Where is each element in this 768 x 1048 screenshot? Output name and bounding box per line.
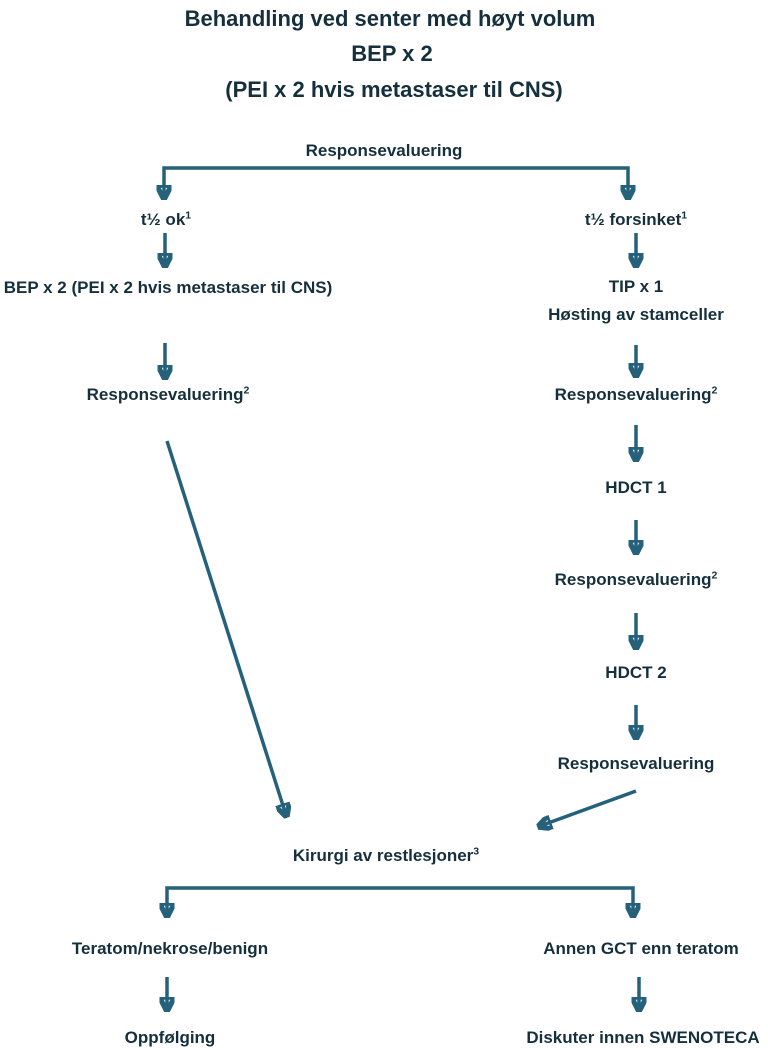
node-right-evaluation-2: Responsevaluering2 [555, 569, 718, 591]
node-outcome-left-action: Oppfølging [124, 1028, 216, 1047]
node-right-evaluation-3: Responsevaluering [557, 754, 715, 773]
node-right-evaluation-2-footnote: 2 [711, 569, 718, 582]
node-surgery-text: Kirurgi av restlesjoner [292, 846, 474, 865]
node-right-treatment-line2: Høsting av stamceller [548, 305, 724, 324]
node-left-condition: t½ ok1 [141, 209, 191, 231]
node-left-condition-text: t½ ok [140, 210, 186, 229]
node-right-treatment-line1: TIP x 1 [608, 277, 664, 296]
node-hdct-1: HDCT 1 [605, 478, 667, 497]
node-outcome-right-action: Diskuter innen SWENOTECA [526, 1028, 760, 1047]
node-root-evaluation: Responsevaluering [305, 141, 463, 160]
node-right-condition: t½ forsinket1 [585, 209, 687, 231]
node-left-treatment: BEP x 2 (PEI x 2 hvis metastaser til CNS… [3, 278, 333, 297]
node-right-evaluation-2-text: Responsevaluering [554, 570, 712, 589]
left-diagonal-arrow [165, 440, 286, 815]
node-outcome-right-finding: Annen GCT enn teratom [543, 939, 739, 958]
title-line-2: BEP x 2 [351, 41, 433, 66]
node-surgery-footnote: 3 [473, 845, 480, 858]
bottom-branch-right-arrow [386, 886, 633, 915]
node-right-evaluation-1: Responsevaluering2 [555, 384, 718, 406]
top-branch-right-arrow [386, 166, 628, 197]
node-left-evaluation-footnote: 2 [243, 384, 250, 397]
bottom-branch-left-arrow [167, 886, 386, 915]
right-diagonal-arrow [540, 789, 637, 826]
node-left-evaluation: Responsevaluering2 [87, 384, 250, 406]
node-right-condition-footnote: 1 [681, 209, 688, 222]
node-surgery: Kirurgi av restlesjoner3 [293, 845, 479, 867]
title-line-3: (PEI x 2 hvis metastaser til CNS) [225, 77, 563, 102]
node-left-evaluation-text: Responsevaluering [86, 385, 244, 404]
title-line-1: Behandling ved senter med høyt volum [184, 6, 596, 31]
node-outcome-left-finding: Teratom/nekrose/benign [71, 939, 269, 958]
top-branch-left-arrow [164, 166, 386, 197]
node-hdct-2: HDCT 2 [605, 663, 667, 682]
node-right-evaluation-1-footnote: 2 [711, 384, 718, 397]
node-right-evaluation-1-text: Responsevaluering [554, 385, 712, 404]
node-left-condition-footnote: 1 [185, 209, 192, 222]
node-right-condition-text: t½ forsinket [584, 210, 682, 229]
